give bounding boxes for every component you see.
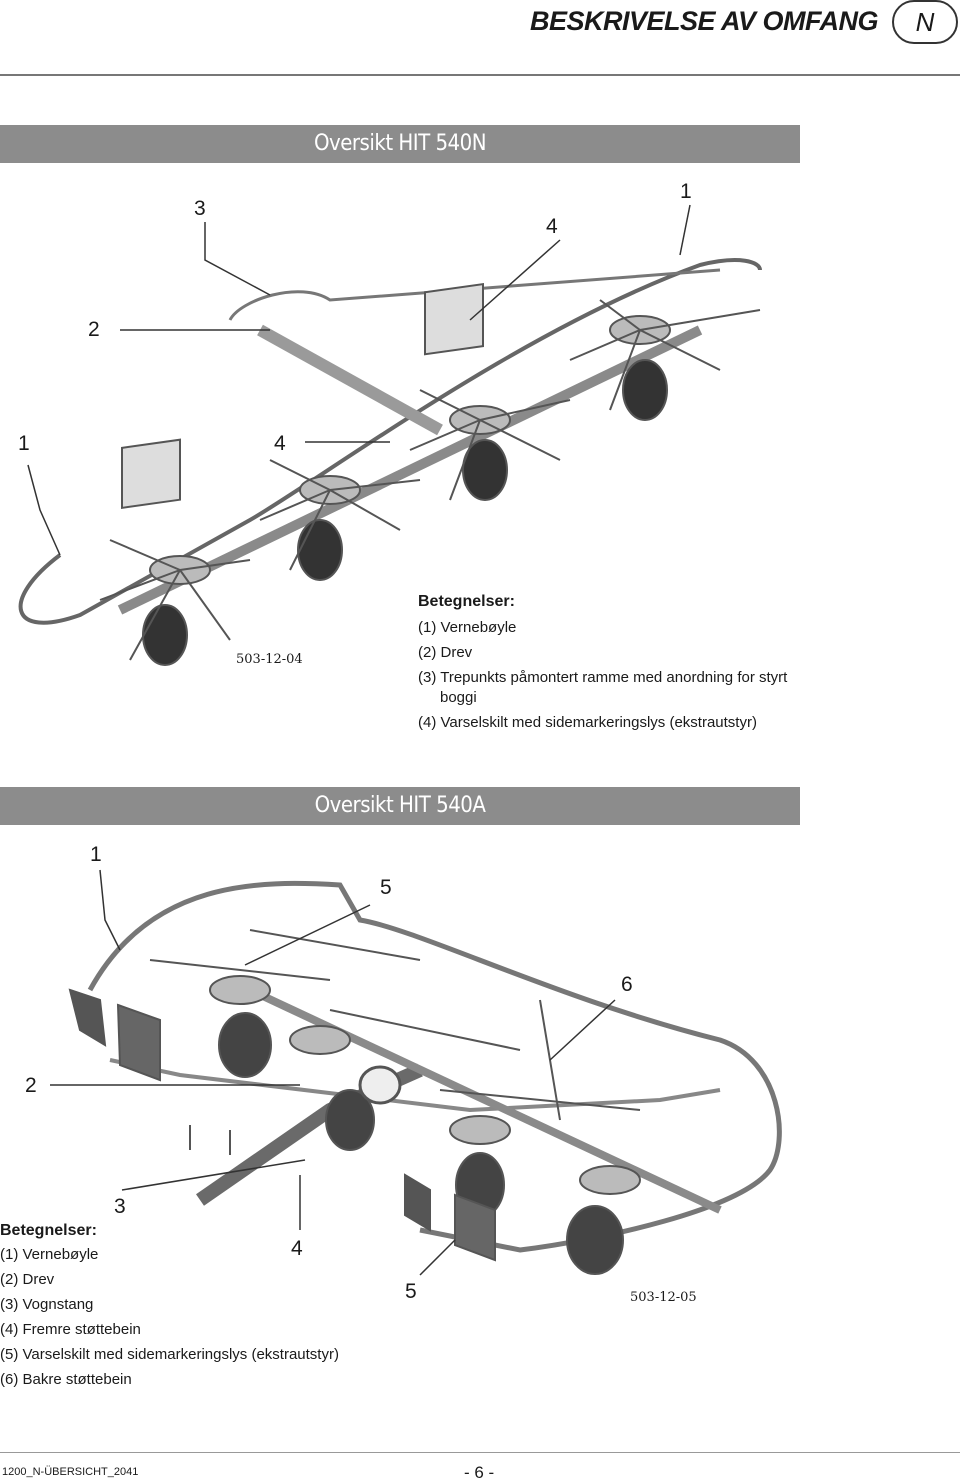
callout-4: 4	[291, 1237, 303, 1260]
legend-item: (2) Drev	[418, 644, 473, 661]
document-code: 1200_N-ÜBERSICHT_2041	[2, 1466, 139, 1478]
legend-item: (4) Fremre støttebein	[0, 1321, 141, 1338]
legend-item: (3) Trepunkts påmontert ramme med anordn…	[418, 669, 788, 686]
callout-5: 5	[405, 1280, 417, 1303]
legend-item: (5) Varselskilt med sidemarkeringslys (e…	[0, 1346, 339, 1363]
callout-4: 4	[274, 432, 286, 455]
callout-1: 1	[90, 843, 102, 866]
legend-title: Betegnelser:	[0, 1222, 97, 1239]
legend-item: (1) Vernebøyle	[0, 1246, 99, 1263]
language-badge: N	[892, 0, 958, 44]
legend-item: (3) Vognstang	[0, 1296, 94, 1313]
legend-item: (2) Drev	[0, 1271, 55, 1288]
legend-item: (6) Bakre støttebein	[0, 1371, 132, 1388]
page-header-title: BESKRIVELSE AV OMFANG	[530, 6, 879, 36]
callout-4: 4	[546, 215, 558, 238]
section2-legend: Betegnelser: (1) Vernebøyle (2) Drev (3)…	[0, 1222, 400, 1392]
page-number: - 6 -	[464, 1463, 495, 1482]
drawing-code: 503-12-05	[630, 1290, 697, 1305]
legend-title: Betegnelser:	[418, 593, 515, 610]
legend-item: (4) Varselskilt med sidemarkeringslys (e…	[418, 714, 757, 731]
callout-5: 5	[380, 876, 392, 899]
section2-banner: Oversikt HIT 540A	[0, 787, 800, 825]
callout-1: 1	[680, 180, 692, 203]
legend-item: (1) Vernebøyle	[418, 619, 517, 636]
footer-divider	[0, 1452, 960, 1453]
section1-legend: Betegnelser: (1) Vernebøyle (2) Drev (3)…	[418, 593, 818, 735]
callout-1: 1	[18, 432, 30, 455]
callout-2: 2	[88, 318, 100, 341]
callout-3: 3	[114, 1195, 126, 1218]
header-divider	[0, 74, 960, 76]
callout-3: 3	[194, 197, 206, 220]
drawing-code: 503-12-04	[236, 652, 303, 667]
callout-6: 6	[621, 973, 633, 996]
section1-banner: Oversikt HIT 540N	[0, 125, 800, 163]
legend-item: boggi	[440, 689, 477, 706]
callout-2: 2	[25, 1074, 37, 1097]
